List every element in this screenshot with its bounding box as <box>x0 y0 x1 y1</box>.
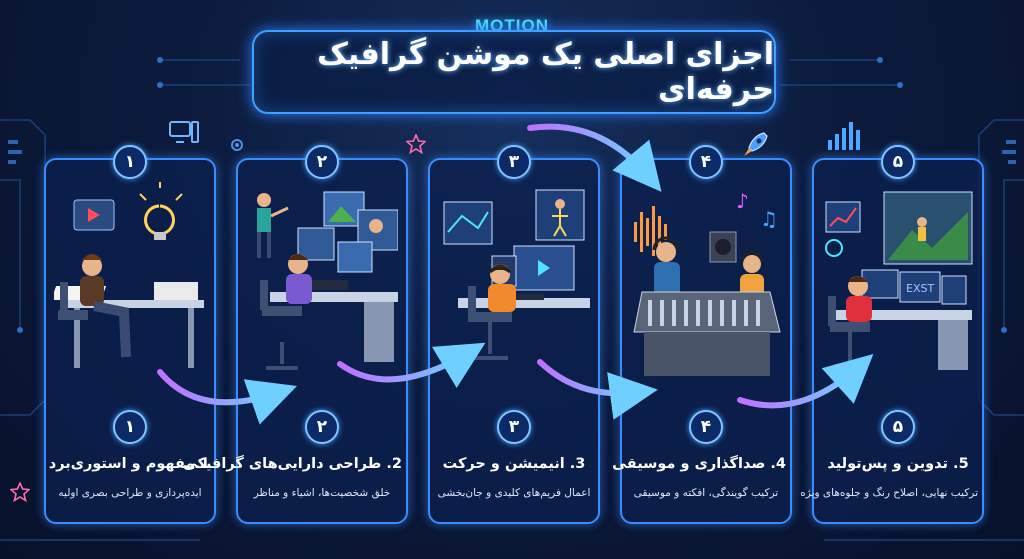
step-description: اعمال فریم‌های کلیدی و جان‌بخشی <box>437 487 591 499</box>
step-number-badge: ٣ <box>497 410 531 444</box>
step-title: 3. انیمیشن و حرکت <box>442 456 586 472</box>
step-number-badge: ۵ <box>881 410 915 444</box>
step-card-1: ١ ١ 1.مفهوم و استوری‌برد ایده‌پردازی و ط… <box>44 145 216 524</box>
animation-illustration <box>443 189 590 360</box>
step-number-badge: ٢ <box>305 145 339 179</box>
step-number-badge: ٢ <box>305 410 339 444</box>
step-number-badge: ۵ <box>881 145 915 179</box>
step-title: 4. صداگذاری و موسیقی <box>612 456 786 472</box>
step-card-3: ٣ ٣ 3. انیمیشن و حرکت اعمال فریم‌های کلی… <box>428 145 600 524</box>
star-icon <box>406 134 426 154</box>
step-number-badge: ٣ <box>497 145 531 179</box>
step-card-5: ۵ EXST ۵ 5. تدوین و پس‌تولید ترکیب نهایی… <box>800 145 984 524</box>
step-number-badge: ١ <box>113 145 147 179</box>
step-number-badge: ۴ <box>689 145 723 179</box>
svg-text:♪: ♪ <box>736 189 749 213</box>
step-title: 2. طراحی دارایی‌های گرافیکی <box>182 456 402 472</box>
rocket-icon <box>744 132 768 156</box>
step-description: ایده‌پردازی و طراحی بصری اولیه <box>58 487 202 499</box>
graphic-assets-illustration <box>257 191 398 370</box>
step-title: 1.مفهوم و استوری‌برد <box>48 456 210 472</box>
sound-mixing-illustration: ♪ ♫ <box>633 189 781 376</box>
step-description: ترکیب گویندگی، افکته و موسیقی <box>633 487 779 499</box>
page-title: اجزای اصلی یک موشن گرافیک حرفه‌ای <box>317 37 774 107</box>
computer-icon <box>169 121 199 143</box>
bar-chart-icon <box>828 122 860 150</box>
step-card-4: ۴ ♪ ♫ ۴ 4. صداگذاری و موسیقی ترکیب گویند… <box>612 145 792 524</box>
storyboard-illustration <box>54 182 204 368</box>
title-banner: اجزای اصلی یک موشن گرافیک حرفه‌ای <box>252 30 776 114</box>
star-icon <box>10 482 30 502</box>
step-description: ترکیب نهایی، اصلاح رنگ و جلوه‌های ویژه <box>800 487 978 499</box>
step-description: خلق شخصیت‌ها، اشیاء و مناظر <box>253 487 391 499</box>
svg-text:♫: ♫ <box>760 207 778 231</box>
step-card-2: ٢ ٢ 2. طراحی دارایی‌های گرافیکی خلق شخصی… <box>182 145 408 524</box>
gear-icon <box>231 139 243 151</box>
step-number-badge: ۴ <box>689 410 723 444</box>
step-title: 5. تدوین و پس‌تولید <box>827 456 969 472</box>
svg-text:EXST: EXST <box>906 282 934 295</box>
step-number-badge: ١ <box>113 410 147 444</box>
post-production-illustration: EXST <box>825 191 973 370</box>
